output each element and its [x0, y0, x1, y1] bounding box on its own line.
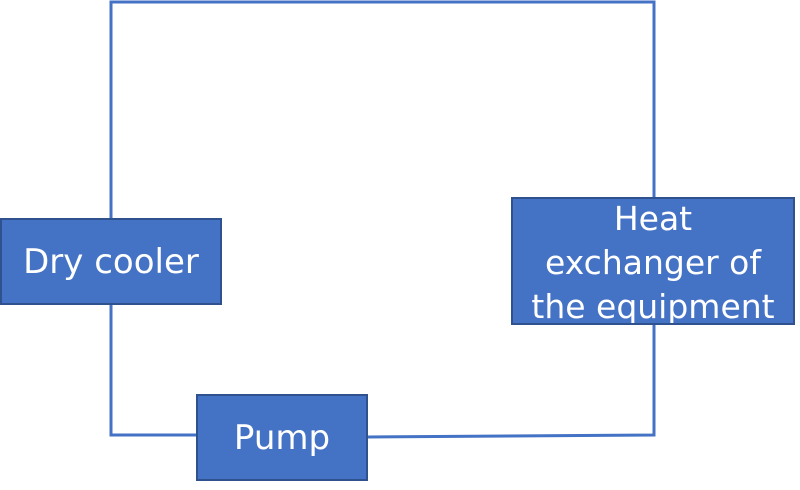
pipe-pump-to-heat-exchanger: [367, 325, 656, 439]
heat-exchanger-label-line-2: exchanger of: [545, 243, 761, 282]
heat-exchanger-label-line-1: Heat: [613, 199, 693, 238]
pump-label: Pump: [233, 417, 331, 458]
heat-exchanger-label: Heat exchanger of the equipment: [531, 199, 775, 325]
dry-cooler-label: Dry cooler: [23, 241, 199, 282]
heat-exchanger-label-line-3: the equipment: [531, 287, 775, 325]
dry-cooler-block: Dry cooler: [0, 218, 222, 305]
pipe-top-loop: [109, 0, 656, 218]
heat-exchanger-block: Heat exchanger of the equipment: [511, 197, 795, 325]
pump-block: Pump: [196, 394, 368, 481]
pipe-dry-cooler-to-pump: [109, 305, 196, 437]
